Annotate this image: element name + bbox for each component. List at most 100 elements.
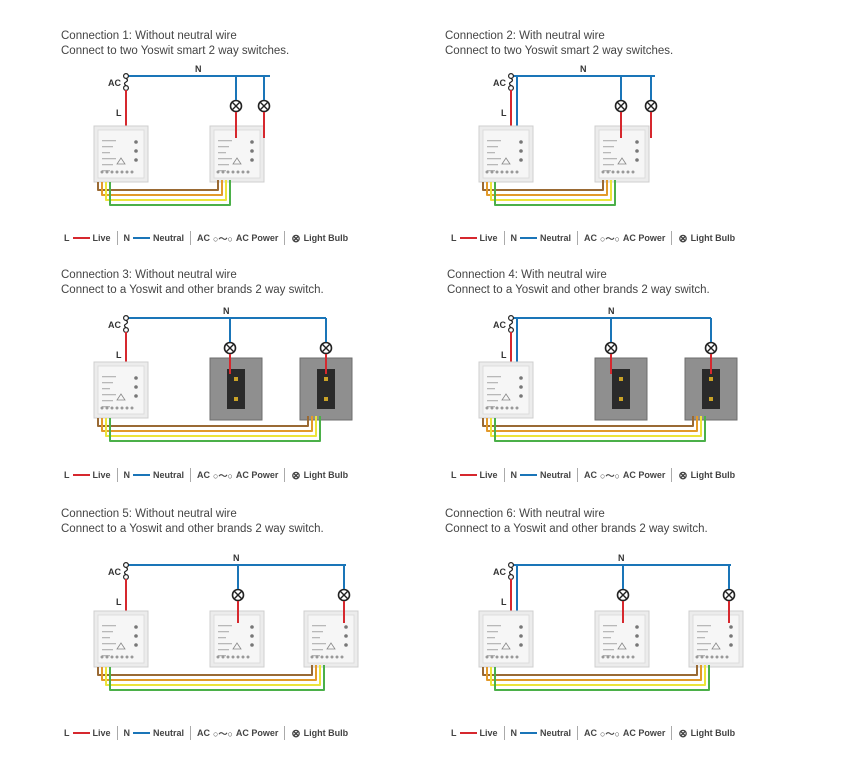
legend-neutral-text: Neutral [153, 470, 185, 480]
traveller-wire [109, 416, 321, 442]
connection-4-title: Connection 4: With neutral wire [447, 269, 607, 281]
smart-switch [303, 610, 359, 668]
legend-ac-key: AC [584, 233, 598, 243]
neutral-swatch [133, 237, 151, 239]
legend-separator [190, 726, 192, 740]
traveller-wire [482, 180, 604, 191]
connection-3-subtitle: Connect to a Yoswit and other brands 2 w… [61, 284, 324, 296]
traveller-wire [101, 416, 313, 432]
traveller-wire [486, 665, 702, 681]
legend-neutral-key: N [123, 728, 131, 738]
traveller-wire [494, 416, 706, 442]
neutral-swatch [520, 237, 538, 239]
traveller-wire [482, 665, 698, 676]
smart-switch [93, 125, 149, 183]
legend-bulb-text: Light Bulb [303, 470, 349, 480]
connection-5-caption: Connection 5: Without neutral wire Conne… [61, 507, 324, 537]
other-brand-switch [299, 357, 353, 421]
traveller-wire [105, 180, 227, 201]
connection-5-title: Connection 5: Without neutral wire [61, 508, 237, 520]
traveller-wire [482, 416, 694, 427]
traveller-wire [494, 665, 710, 691]
neutral-label: N [608, 306, 615, 316]
live-label: L [116, 108, 122, 118]
traveller-wire [97, 180, 219, 191]
traveller-wire [101, 180, 223, 196]
legend-live-text: Live [479, 728, 498, 738]
legend-bulb-text: Light Bulb [303, 233, 349, 243]
legend-live-key: L [451, 728, 457, 738]
legend-neutral-key: N [510, 233, 518, 243]
legend-ac-key: AC [197, 233, 211, 243]
ac-label: AC [493, 320, 506, 330]
legend-live-text: Live [92, 233, 111, 243]
light-bulb-icon [231, 588, 245, 602]
live-swatch [72, 732, 90, 734]
legend-bulb-symbol: ⊗ [678, 727, 688, 740]
light-bulb-icon [604, 341, 618, 355]
legend-live-text: Live [479, 233, 498, 243]
ac-power-icon [122, 315, 129, 334]
neutral-label: N [618, 553, 625, 563]
other-brand-switch [209, 357, 263, 421]
connection-6-title: Connection 6: With neutral wire [445, 508, 605, 520]
traveller-wire [101, 665, 317, 681]
traveller-wire [490, 416, 702, 437]
light-bulb-icon [722, 588, 736, 602]
live-swatch [459, 732, 477, 734]
legend-neutral-text: Neutral [540, 470, 572, 480]
legend-bulb-symbol: ⊗ [678, 469, 688, 482]
traveller-wire [97, 665, 313, 676]
neutral-swatch [133, 474, 151, 476]
connection-3-title: Connection 3: Without neutral wire [61, 269, 237, 281]
live-label: L [501, 597, 507, 607]
legend-bulb-text: Light Bulb [690, 728, 736, 738]
traveller-wire [105, 665, 321, 686]
legend-bulb-symbol: ⊗ [678, 232, 688, 245]
legend-separator [190, 468, 192, 482]
traveller-wire [109, 665, 325, 691]
ac-label: AC [108, 78, 121, 88]
light-bulb-icon [614, 99, 628, 113]
legend-live-key: L [451, 470, 457, 480]
neutral-label: N [233, 553, 240, 563]
smart-switch [688, 610, 744, 668]
legend-ac-key: AC [197, 470, 211, 480]
legend-live-key: L [64, 728, 70, 738]
light-bulb-icon [257, 99, 271, 113]
legend-neutral-key: N [510, 728, 518, 738]
smart-switch [93, 361, 149, 419]
traveller-wire [97, 416, 309, 427]
ac-power-icon [122, 73, 129, 92]
legend-separator [577, 726, 579, 740]
legend-separator [577, 468, 579, 482]
legend-separator [503, 468, 505, 482]
smart-switch [478, 361, 534, 419]
legend-separator [284, 231, 286, 245]
light-bulb-icon [337, 588, 351, 602]
connection-4-caption: Connection 4: With neutral wire Connect … [447, 268, 710, 298]
traveller-wire [486, 416, 698, 432]
live-label: L [116, 597, 122, 607]
legend-separator [671, 726, 673, 740]
live-swatch [459, 474, 477, 476]
legend-separator [503, 231, 505, 245]
legend-ac-text: AC Power [622, 233, 666, 243]
legend-ac-symbol: ○〜○ [600, 470, 620, 481]
legend-bulb-text: Light Bulb [690, 233, 736, 243]
connection-6-subtitle: Connect to a Yoswit and other brands 2 w… [445, 523, 708, 535]
legend-ac-text: AC Power [622, 728, 666, 738]
legend-neutral-text: Neutral [540, 728, 572, 738]
connection-2-caption: Connection 2: With neutral wire Connect … [445, 29, 673, 59]
live-label: L [501, 108, 507, 118]
legend-bulb-text: Light Bulb [303, 728, 349, 738]
legend-ac-key: AC [584, 728, 598, 738]
neutral-label: N [223, 306, 230, 316]
smart-switch [478, 610, 534, 668]
